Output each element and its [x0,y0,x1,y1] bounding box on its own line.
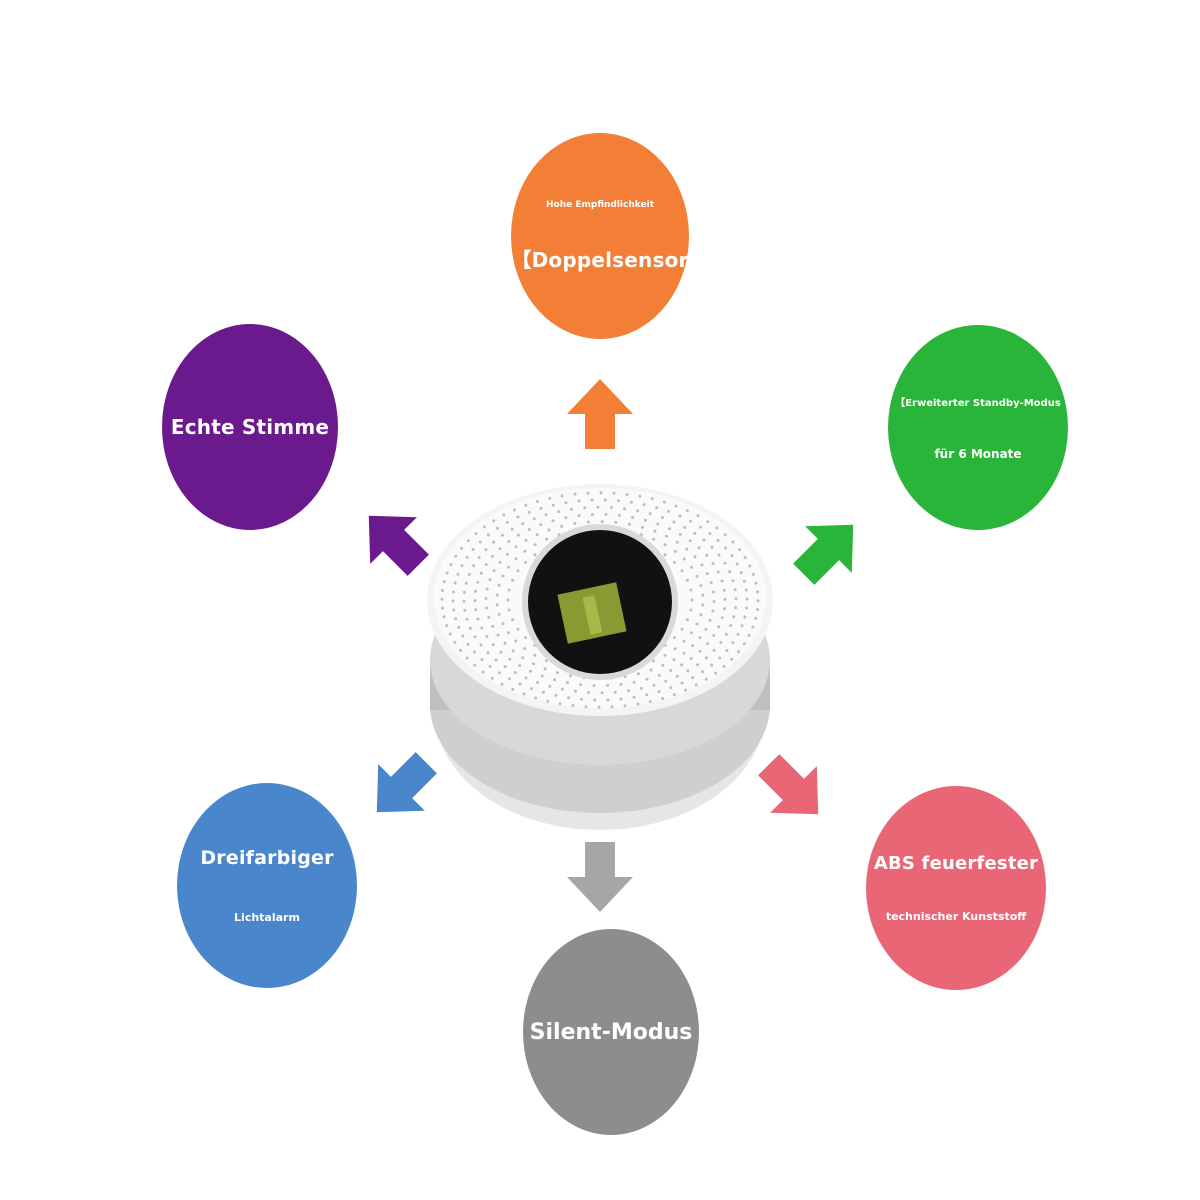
arrow-up-right-icon [780,501,877,598]
feature-bubble-silent-mode: Silent-Modus [523,929,699,1135]
feature-subtitle: für 6 Monate [934,447,1022,461]
feature-bubble-abs-plastic: ABS feuerfester technischer Kunststoff [866,786,1046,990]
feature-title: Silent-Modus [529,1019,693,1045]
arrow-down-left-icon [353,739,450,836]
feature-title: ABS feuerfester [873,853,1039,874]
feature-title: Dreifarbiger [200,847,334,869]
feature-title: 【Erweiterter Standby-Modus [895,398,1061,409]
smoke-detector-device [427,484,773,830]
feature-subtitle: technischer Kunststoff [885,910,1027,923]
feature-bubble-real-voice: Echte Stimme [162,324,338,530]
arrow-down-icon [567,842,633,912]
arrow-down-right-icon [745,741,842,838]
feature-bubble-dual-sensor: Hohe Empfindlichkeit 【Doppelsensor [511,133,689,339]
feature-subtitle: Hohe Empfindlichkeit [546,199,654,210]
arrow-up-left-icon [345,492,442,589]
feature-title: Echte Stimme [170,415,330,439]
arrow-up-icon [567,379,633,449]
feature-subtitle: Lichtalarm [234,911,300,924]
feature-title: 【Doppelsensor [511,247,689,272]
feature-bubble-light-alarm: Dreifarbiger Lichtalarm [177,783,357,988]
feature-bubble-standby: 【Erweiterter Standby-Modus für 6 Monate [888,325,1068,530]
